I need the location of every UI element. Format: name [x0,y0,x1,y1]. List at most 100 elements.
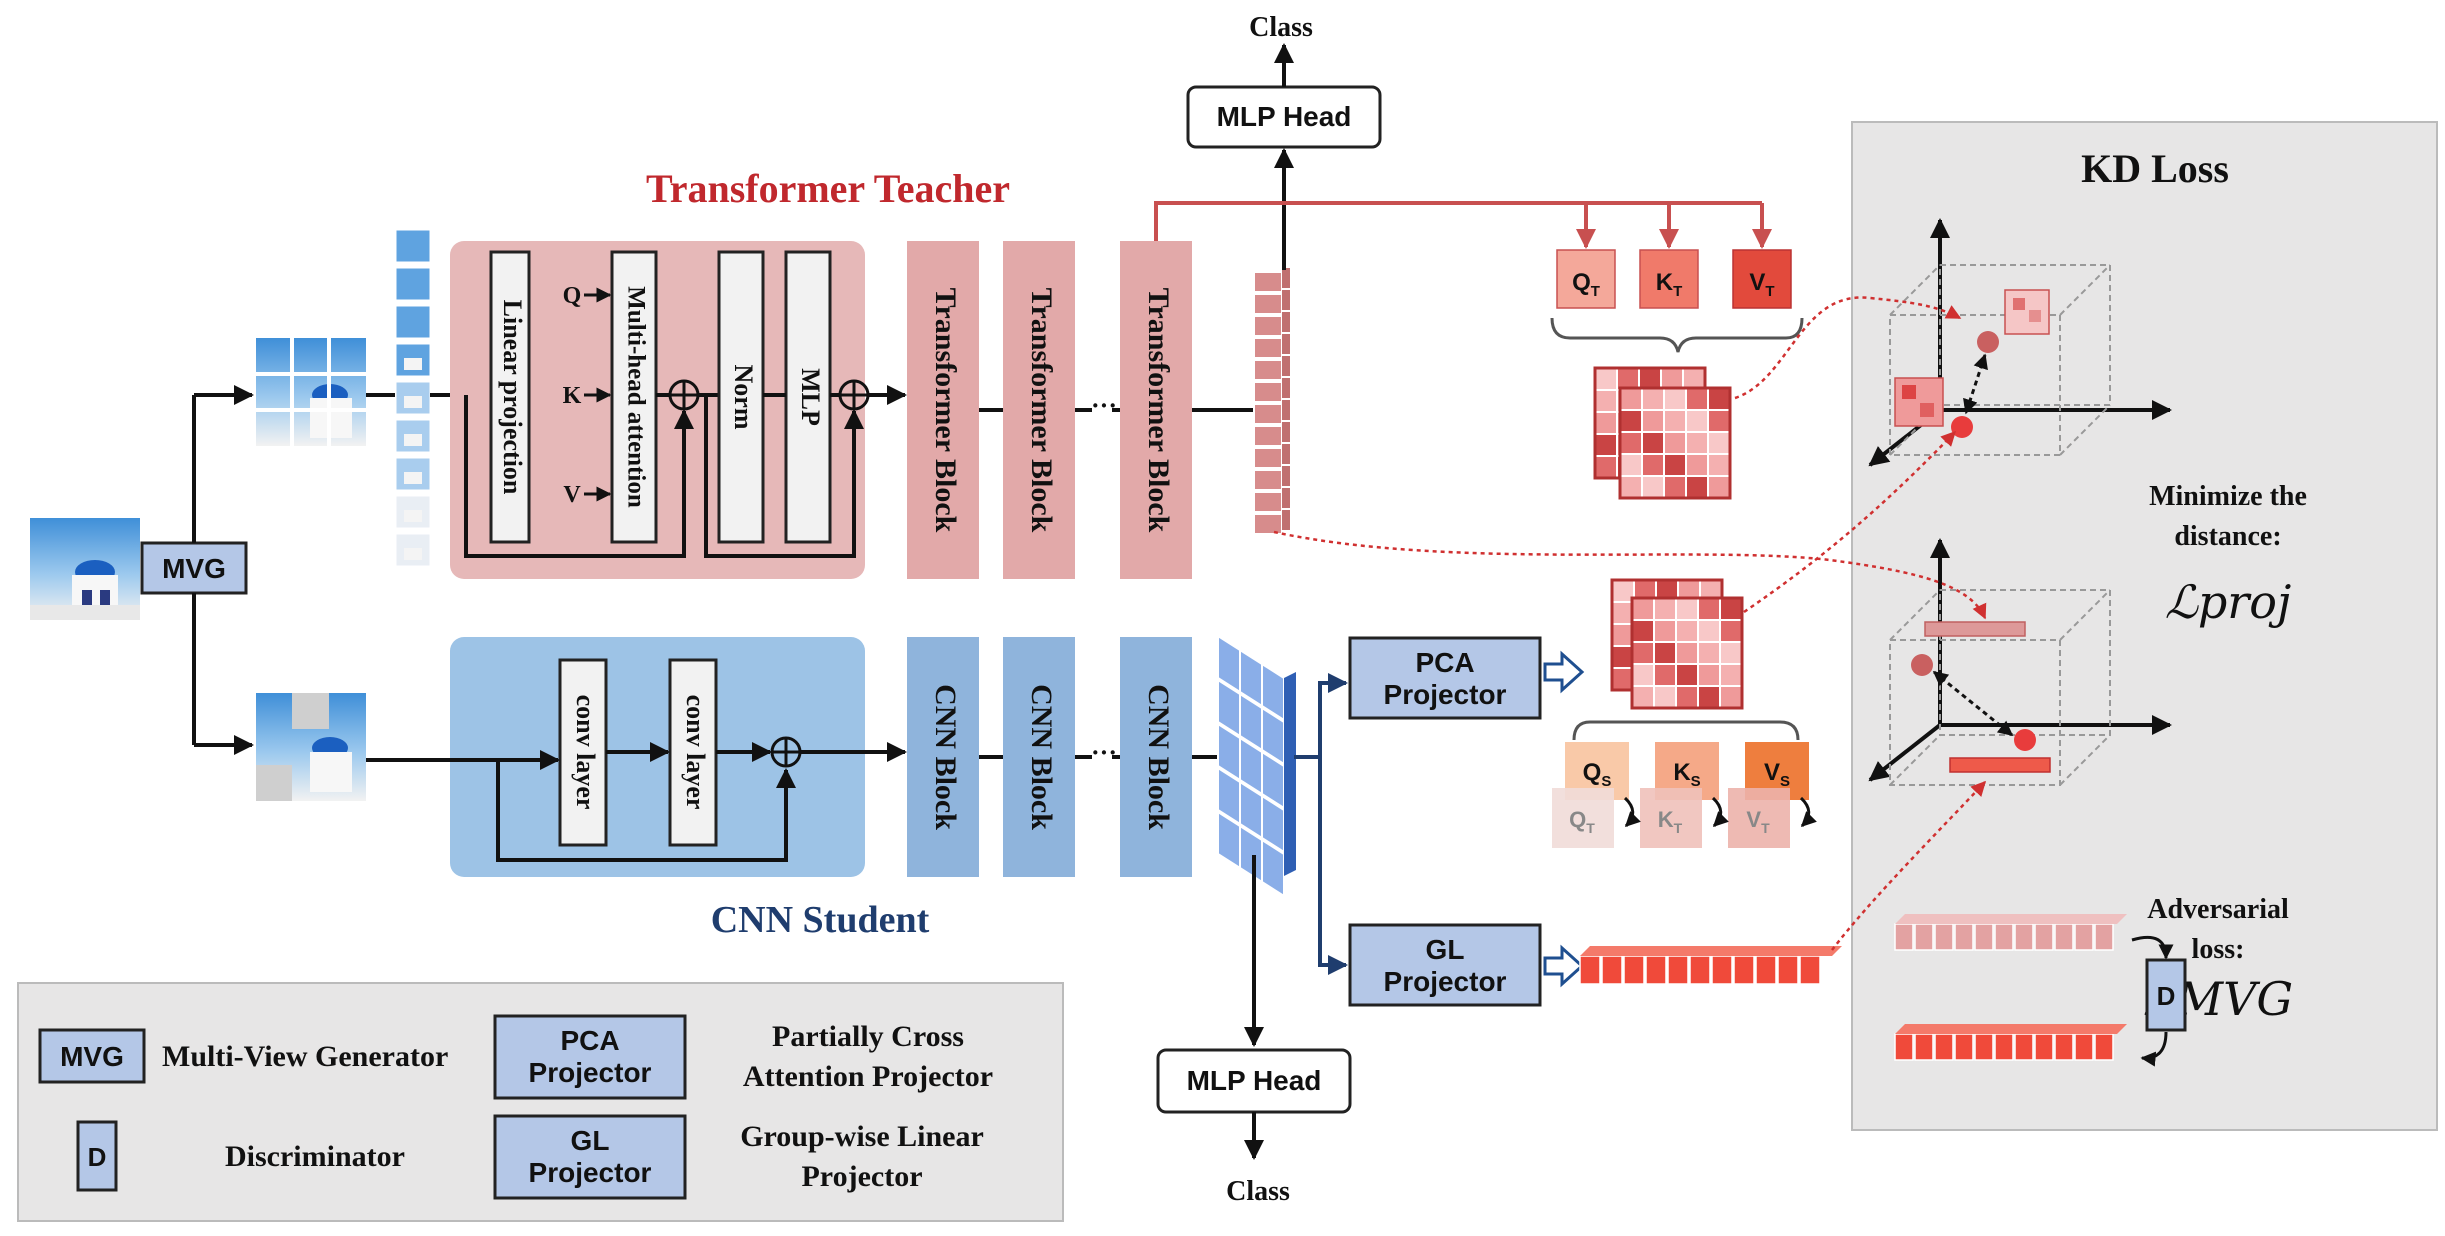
attention-frame [1630,596,1744,710]
attention-cell [1685,453,1709,477]
linear-projection-box [489,250,531,544]
attention-cell [1719,597,1743,621]
attention-cell [1594,389,1618,413]
attention-cell [1594,433,1618,457]
minimize-text-line2: distance: [2174,521,2281,552]
adv-teacher-tokens [1894,914,2127,951]
student-token-point [2014,729,2036,751]
teacher-token [1253,271,1283,293]
feature-cell [1261,838,1285,898]
attention-cell [1619,453,1643,477]
attention-cell [1653,641,1677,665]
attention-cell [1697,597,1721,621]
patch-building [404,472,422,484]
teacher-token-side [1282,290,1290,310]
cnn-block-1-label: CNN Block [929,684,962,830]
cnn-block-2 [1003,637,1075,877]
attention-cell [1663,409,1687,433]
attention-cell [1675,663,1699,687]
legend-gl-desc-line1: Group-wise Linear [740,1120,984,1153]
patch [395,267,431,301]
adv-student-token [1934,1033,1954,1061]
attention-cell [1707,475,1731,499]
teacher-token-side [1282,356,1290,376]
attention-cell [1653,597,1677,621]
adv-teacher-token [2094,923,2114,951]
attention-cell [1631,641,1655,665]
attention-cell [1631,619,1655,643]
patch-building [404,510,422,522]
attention-cell [1653,685,1677,709]
attention-cell [1663,453,1687,477]
gl-token-bar [1579,946,1842,985]
transformer-block-2-label: Transformer Block [1025,288,1058,533]
gl-token [1579,955,1601,985]
legend-d-key-label: D [88,1142,107,1172]
adv-student-token [1914,1033,1934,1061]
cross-v-label: VT [1746,807,1770,836]
gl-projector[interactable] [1348,923,1542,1007]
projection-loss-symbol: ℒproj [2165,575,2292,629]
gl-token [1667,955,1689,985]
teacher-ellipsis: ··· [1091,391,1117,420]
adv-student-token [2014,1033,2034,1061]
teacher-token [1253,425,1283,447]
adv-student-token [1894,1033,1914,1061]
linear-projection-label: Linear projection [498,300,527,495]
legend-gl-key-line2: Projector [529,1157,652,1188]
teacher-qkv-brace [1550,317,1804,353]
legend-gl-key [493,1114,687,1200]
patch [395,229,431,263]
student-attention-map [1610,578,1744,710]
gl-token [1711,955,1733,985]
teacher-token [1253,381,1283,403]
teacher-token [1253,513,1283,535]
adv-teacher-top [1895,914,2127,924]
adv-student-top [1895,1024,2127,1034]
attention-cell [1631,685,1655,709]
gl-token [1755,955,1777,985]
legend-gl-desc-line2: Projector [801,1160,922,1193]
v-input-label: V [563,482,581,508]
conv-layer-1 [558,658,608,847]
adv-student-tokens [1894,1024,2127,1061]
teacher-attention-map [1593,366,1732,500]
adv-teacher-token [2054,923,2074,951]
legend-d-desc: Discriminator [225,1140,405,1173]
gl-token [1733,955,1755,985]
mini-token-bar-student [1949,757,2051,773]
pca-output-arrow [1543,650,1585,694]
mini-attention-map [1894,377,1944,427]
gl-output-arrow [1543,944,1585,988]
teacher-token-side [1282,444,1290,464]
attention-cell [1594,411,1618,435]
adv-teacher-token [2074,923,2094,951]
adv-student-token [1974,1033,1994,1061]
gl-token [1645,955,1667,985]
attention-cell [1697,641,1721,665]
teacher-mlp-head-label: MLP Head [1217,101,1352,132]
attention-cell [1641,409,1665,433]
legend-mvg-desc: Multi-View Generator [162,1040,448,1073]
teacher-token-side [1282,312,1290,332]
student-class-label: Class [1226,1176,1290,1207]
teacher-token-side [1282,510,1290,530]
attention-cell [1619,431,1643,455]
swap-q-arrow [1623,796,1641,828]
norm-label: Norm [729,365,758,430]
teacher-v-box [1732,249,1792,309]
attention-cell [1685,387,1709,411]
kd-loss-title: KD Loss [2081,146,2229,191]
legend-pca-desc-line2: Attention Projector [743,1060,993,1093]
pca-projector[interactable] [1348,636,1542,720]
teacher-token [1253,337,1283,359]
cross-k-box [1640,788,1702,848]
gl-token [1777,955,1799,985]
attention-cell [1663,431,1687,455]
mini-attention-map-pale [2004,289,2050,335]
gl-token [1799,955,1821,985]
attention-cell [1663,475,1687,499]
patch-sequence [395,229,431,567]
gl-projector-line2: Projector [1384,966,1507,997]
